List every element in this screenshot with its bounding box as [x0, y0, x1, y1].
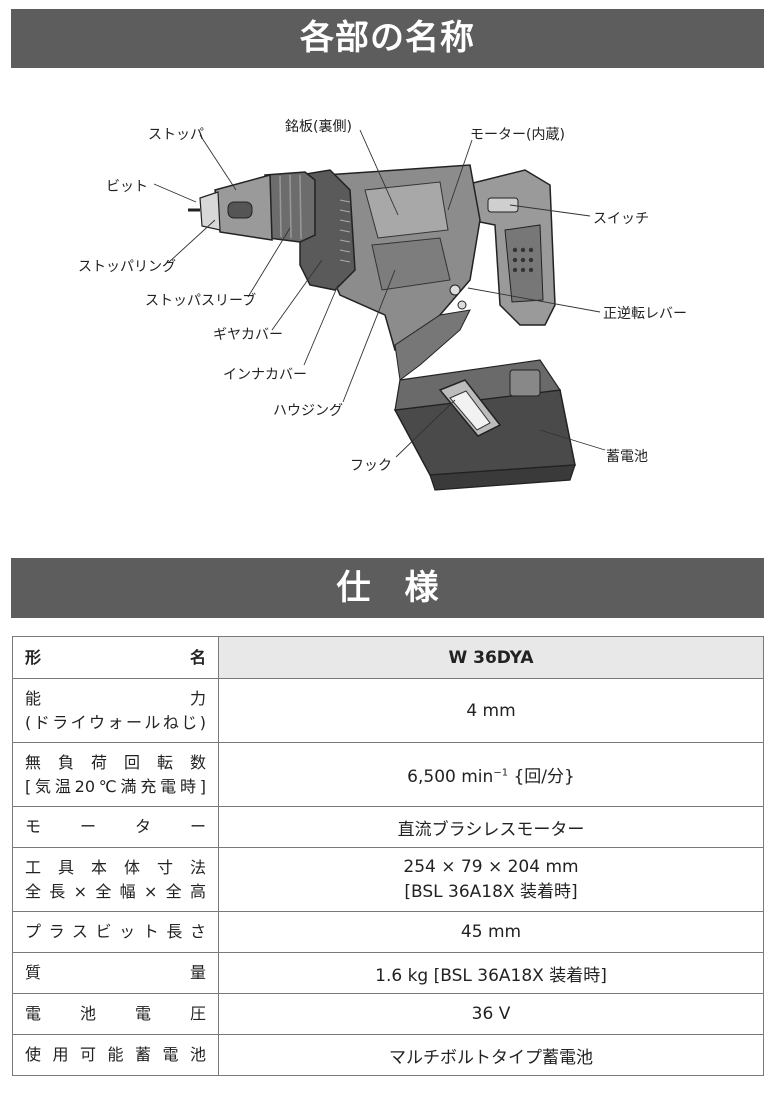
- label-stopper: ストッパ: [148, 127, 204, 143]
- label-gear-cover: ギヤカバー: [213, 327, 283, 343]
- spec-value-motor: 直流ブラシレスモーター: [218, 806, 764, 848]
- label-hook: フック: [350, 458, 392, 474]
- label-stopper-ring: ストッパリング: [78, 259, 176, 275]
- spec-value-capacity: 4 mm: [218, 678, 764, 743]
- stopper-shape: [188, 174, 273, 241]
- hook-shape: [438, 379, 502, 437]
- spec-value-bit-length: 45 mm: [218, 911, 764, 953]
- spec-row-mass: 質量 1.6 kg [BSL 36A18X 装着時]: [12, 952, 764, 994]
- spec-label-model: 形名: [12, 636, 219, 679]
- spec-label-mass: 質量: [12, 952, 219, 994]
- label-housing: ハウジング: [273, 403, 343, 419]
- label-battery: 蓄電池: [606, 449, 648, 465]
- spec-value-speed: 6,500 min−1 {回/分}: [218, 742, 764, 807]
- section-title-specifications: 仕様: [11, 558, 764, 618]
- spec-label-dimensions: 工具本体寸法 全長×全幅×全高: [12, 847, 219, 912]
- spec-label-motor: モーター: [12, 806, 219, 848]
- spec-row-capacity: 能力 (ドライウォールねじ) 4 mm: [12, 678, 764, 743]
- tool-diagram: ストッパ ビット ストッパリング ストッパスリーブ ギヤカバー インナカバー ハ…: [0, 80, 775, 550]
- spec-label-voltage: 電池電圧: [12, 993, 219, 1035]
- spec-value-battery: マルチボルトタイプ蓄電池: [218, 1034, 764, 1076]
- spec-value-mass: 1.6 kg [BSL 36A18X 装着時]: [218, 952, 764, 994]
- spec-row-battery: 使用可能蓄電池 マルチボルトタイプ蓄電池: [12, 1034, 764, 1076]
- section-title-part-names: 各部の名称: [11, 9, 764, 68]
- spec-label-bit-length: プラスビット長さ: [12, 911, 219, 953]
- spec-row-bit-length: プラスビット長さ 45 mm: [12, 911, 764, 953]
- spec-value-voltage: 36 V: [218, 993, 764, 1035]
- spec-label-capacity: 能力 (ドライウォールねじ): [12, 678, 219, 743]
- label-reverse-lever: 正逆転レバー: [603, 306, 687, 322]
- spec-row-motor: モーター 直流ブラシレスモーター: [12, 806, 764, 848]
- leader-lines: [153, 129, 606, 458]
- drill-illustration: [153, 129, 606, 491]
- handle-shape: [464, 169, 556, 326]
- label-bit: ビット: [106, 179, 148, 195]
- spec-table: 形名 W 36DYA 能力 (ドライウォールねじ) 4 mm 無負荷回転数 [気…: [12, 636, 764, 1076]
- spec-value-model: W 36DYA: [218, 636, 764, 679]
- spec-row-voltage: 電池電圧 36 V: [12, 993, 764, 1035]
- spec-value-dimensions: 254 × 79 × 204 mm [BSL 36A18X 装着時]: [218, 847, 764, 912]
- housing-shape: [319, 164, 481, 381]
- label-nameplate: 銘板(裏側): [285, 119, 352, 135]
- spec-label-speed: 無負荷回転数 [気温20℃満充電時]: [12, 742, 219, 807]
- stopper-sleeve-shape: [264, 171, 316, 243]
- spec-row-speed: 無負荷回転数 [気温20℃満充電時] 6,500 min−1 {回/分}: [12, 742, 764, 807]
- label-switch: スイッチ: [593, 211, 649, 227]
- spec-label-battery: 使用可能蓄電池: [12, 1034, 219, 1076]
- label-stopper-sleeve: ストッパスリーブ: [145, 293, 257, 309]
- spec-row-dimensions: 工具本体寸法 全長×全幅×全高 254 × 79 × 204 mm [BSL 3…: [12, 847, 764, 912]
- label-motor: モーター(内蔵): [470, 127, 565, 143]
- spec-row-model: 形名 W 36DYA: [12, 636, 764, 679]
- label-inner-cover: インナカバー: [223, 367, 307, 383]
